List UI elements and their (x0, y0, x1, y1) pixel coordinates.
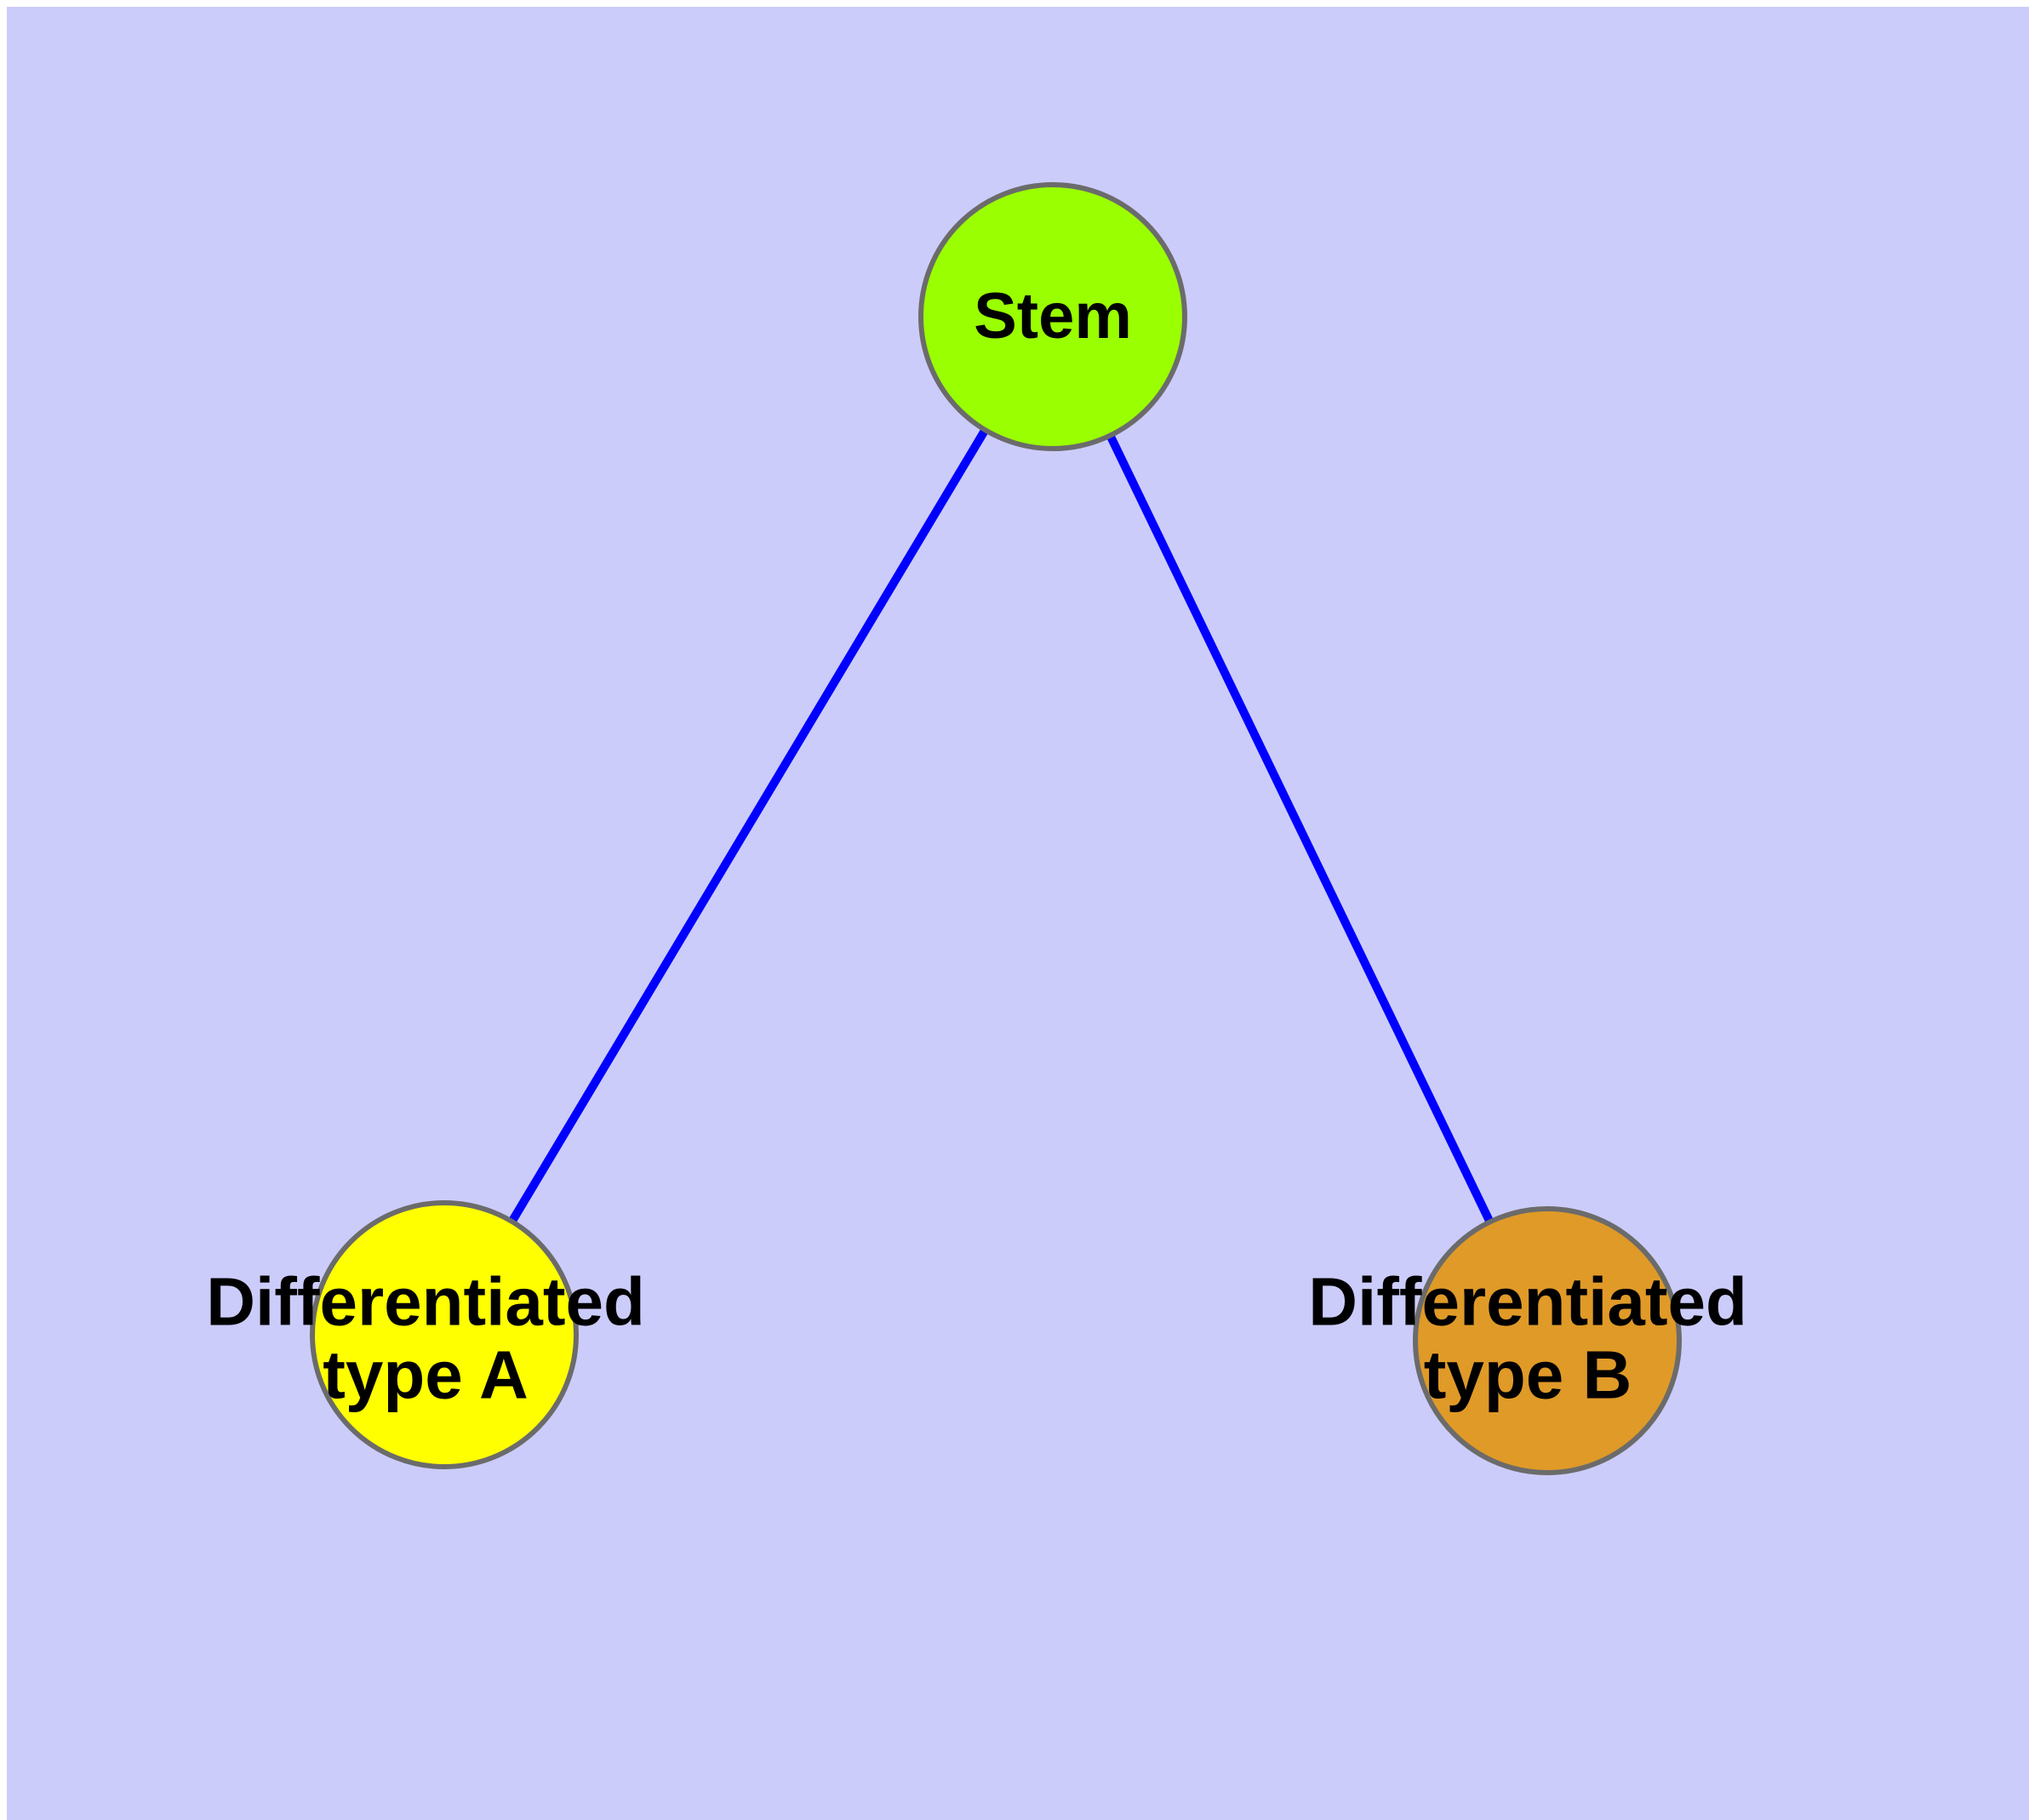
edge-layer (440, 314, 1552, 1343)
graph-edge[interactable] (440, 314, 1057, 1337)
graph-node-diff-b[interactable] (1413, 1206, 1682, 1475)
node-layer (310, 182, 1682, 1475)
graph-node-diff-a[interactable] (310, 1200, 579, 1469)
graph-node-stem[interactable] (918, 182, 1187, 451)
graph-svg (310, 182, 1682, 1475)
graph-edge[interactable] (1049, 314, 1552, 1343)
